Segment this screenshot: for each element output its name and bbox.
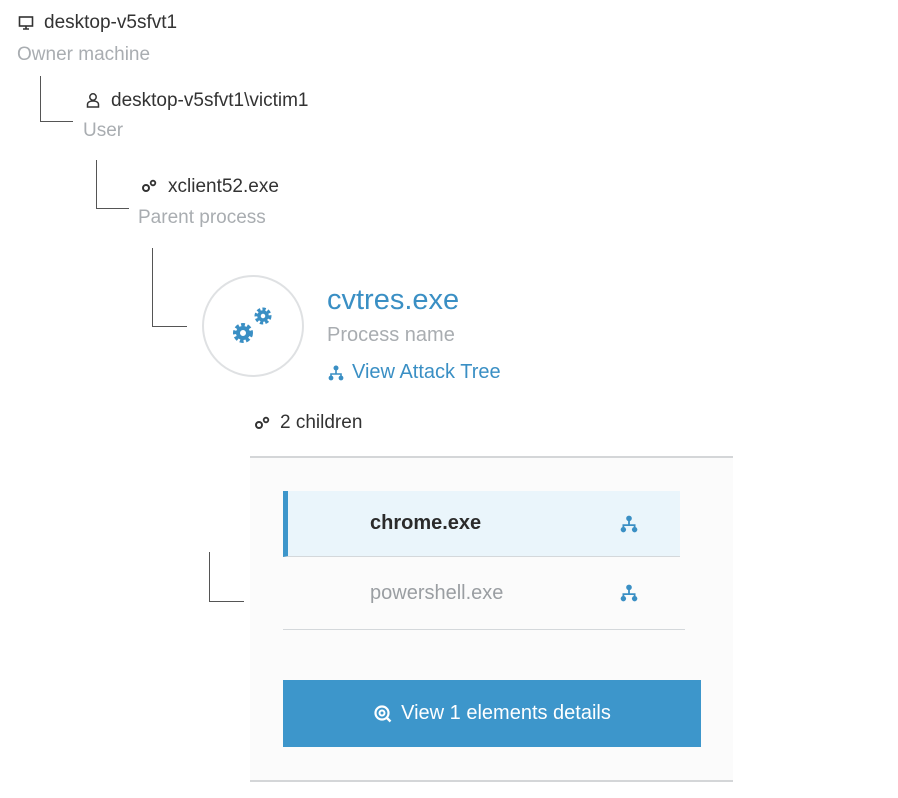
tree-connector [152, 248, 187, 327]
machine-label: Owner machine [17, 44, 151, 65]
tree-connector [40, 76, 73, 122]
machine-name[interactable]: desktop-v5sfvt1 [44, 12, 178, 33]
children-count: 2 children [253, 412, 362, 434]
view-elements-details-button[interactable]: View 1 elements details [283, 680, 701, 747]
view-attack-tree-label: View Attack Tree [352, 361, 501, 383]
attack-tree-icon[interactable] [620, 584, 638, 602]
gears-icon [140, 178, 160, 194]
parent-process-label: Parent process [138, 207, 266, 228]
process-icon-circle [202, 275, 304, 377]
gears-icon [255, 416, 270, 429]
child-name: chrome.exe [370, 512, 482, 534]
monitor-icon [18, 15, 34, 31]
parent-process-name[interactable]: xclient52.exe [168, 176, 279, 197]
user-icon [86, 92, 100, 108]
view-attack-tree-link[interactable]: View Attack Tree [328, 361, 501, 384]
child-row-powershell[interactable]: powershell.exe [283, 557, 685, 630]
process-label: Process name [327, 324, 455, 346]
children-panel: chrome.exe powershell.exe View 1 element… [250, 456, 733, 782]
gears-icon [233, 307, 272, 343]
child-name: powershell.exe [370, 581, 504, 604]
child-row-chrome[interactable]: chrome.exe [283, 491, 680, 557]
attack-tree-icon [328, 365, 344, 380]
process-name: cvtres.exe [327, 284, 460, 316]
view-elements-details-label: View 1 elements details [401, 702, 611, 724]
tree-connector [96, 160, 129, 209]
user-name[interactable]: desktop-v5sfvt1\victim1 [111, 90, 309, 111]
children-count-label: 2 children [280, 412, 363, 433]
user-label: User [83, 120, 124, 141]
search-icon [374, 704, 392, 722]
attack-tree-icon[interactable] [620, 515, 638, 533]
tree-connector [209, 552, 244, 602]
